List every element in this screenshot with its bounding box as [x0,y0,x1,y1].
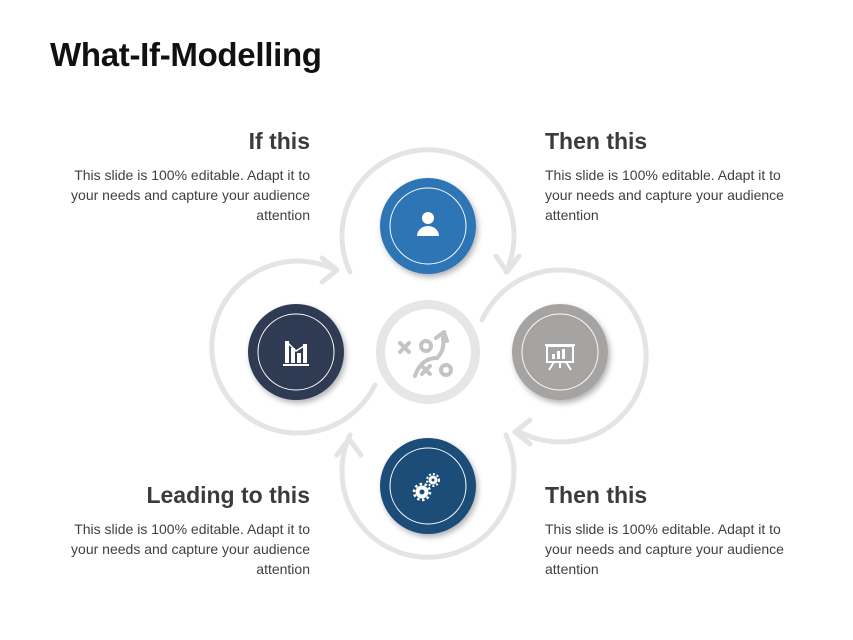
arrowhead-left-top [319,255,340,285]
ring-right [479,267,649,445]
step-then-this: Then this This slide is 100% editable. A… [545,128,805,225]
arrowhead-bottom-left [334,436,364,458]
node-then-this-2 [512,304,608,400]
arrowhead-top-right [493,253,522,275]
presentation-board-icon [545,344,575,371]
ring-bottom [339,432,517,560]
gears-icon [412,473,440,502]
step-leading-to-this: Leading to this This slide is 100% edita… [50,482,310,579]
step-heading: Then this [545,128,648,154]
page-title: What-If-Modelling [50,36,322,73]
step-heading: Then this [545,482,648,508]
strategy-icon [398,330,453,378]
cycle-rings [209,147,649,560]
arrowhead-right-bottom [512,417,533,447]
node-leading-to-this [380,438,476,534]
step-description: This slide is 100% editable. Adapt it to… [545,521,784,577]
step-description: This slide is 100% editable. Adapt it to… [71,167,310,223]
step-then-this-2: Then this This slide is 100% editable. A… [545,482,805,579]
user-icon [417,212,439,236]
ring-top [339,147,517,275]
step-heading: Leading to this [146,482,310,508]
step-description: This slide is 100% editable. Adapt it to… [71,521,310,577]
node-then-this [380,178,476,274]
ring-left [209,258,378,436]
step-if-this: If this This slide is 100% editable. Ada… [50,128,310,225]
bar-chart-icon [283,341,309,366]
node-if-this [248,304,344,400]
step-description: This slide is 100% editable. Adapt it to… [545,167,784,223]
step-heading: If this [248,128,310,154]
